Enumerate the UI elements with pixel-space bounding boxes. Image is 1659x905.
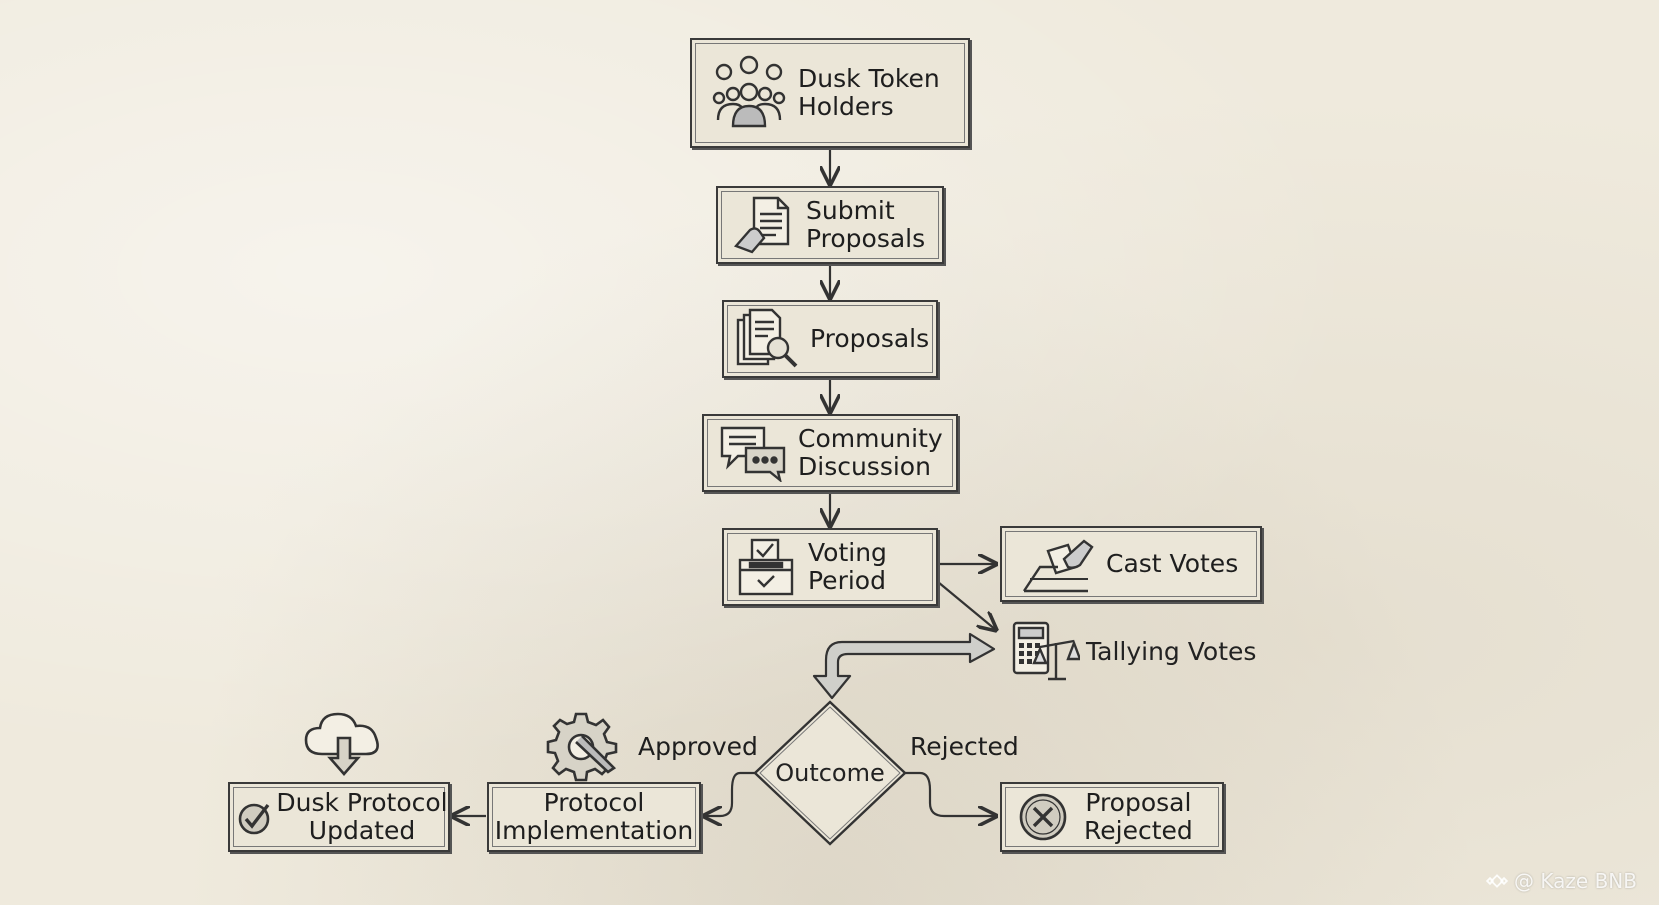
outcome-diamond — [753, 700, 907, 846]
hand-document-icon — [732, 194, 792, 256]
cloud-download-icon — [302, 708, 386, 784]
people-coins-icon — [710, 54, 788, 132]
chat-bubbles-icon — [718, 424, 788, 482]
hand-ballot-icon — [1018, 533, 1096, 595]
node-tallying-votes: Tallying Votes — [1010, 618, 1256, 686]
node-label: Proposal Rejected — [1084, 788, 1193, 845]
node-dusk-token-holders: Dusk Token Holders — [690, 38, 970, 148]
calculator-scales-icon — [1010, 619, 1080, 685]
node-label: Voting Period — [808, 538, 887, 595]
node-label: Tallying Votes — [1086, 637, 1257, 666]
node-proposals: Proposals — [722, 300, 938, 378]
node-label: Protocol Implementation — [494, 788, 694, 845]
edge-label-approved: Approved — [638, 732, 758, 761]
node-label: Proposals — [810, 324, 930, 353]
watermark-text: @ Kaze BNB — [1514, 869, 1637, 893]
node-label: Community Discussion — [798, 424, 943, 481]
arrow-outcome-implementation — [704, 771, 758, 816]
x-circle-icon — [1018, 792, 1068, 842]
gear-wrench-icon — [546, 710, 618, 786]
node-voting-period: Voting Period — [722, 528, 938, 606]
node-submit-proposals: Submit Proposals — [716, 186, 944, 264]
watermark: @ Kaze BNB — [1486, 869, 1637, 893]
check-circle-icon — [236, 799, 272, 835]
node-label: Submit Proposals — [806, 196, 926, 253]
ballot-box-icon — [736, 536, 796, 598]
arrow-outcome-rejected — [904, 771, 996, 816]
node-community-discussion: Community Discussion — [702, 414, 958, 492]
arrow-voting-tally — [937, 581, 996, 630]
node-dusk-protocol-updated: Dusk Protocol Updated — [228, 782, 450, 852]
node-cast-votes: Cast Votes — [1000, 526, 1262, 602]
outcome-label: Outcome — [775, 759, 885, 787]
arrow-tally-outcome — [812, 632, 996, 700]
node-proposal-rejected: Proposal Rejected — [1000, 782, 1224, 852]
documents-magnifier-icon — [734, 308, 800, 370]
node-label: Dusk Protocol Updated — [276, 788, 448, 845]
binance-logo-icon — [1486, 870, 1509, 892]
node-label: Dusk Token Holders — [798, 64, 940, 121]
node-protocol-implementation: Protocol Implementation — [487, 782, 701, 852]
node-label: Cast Votes — [1106, 549, 1239, 578]
edge-label-rejected: Rejected — [910, 732, 1019, 761]
